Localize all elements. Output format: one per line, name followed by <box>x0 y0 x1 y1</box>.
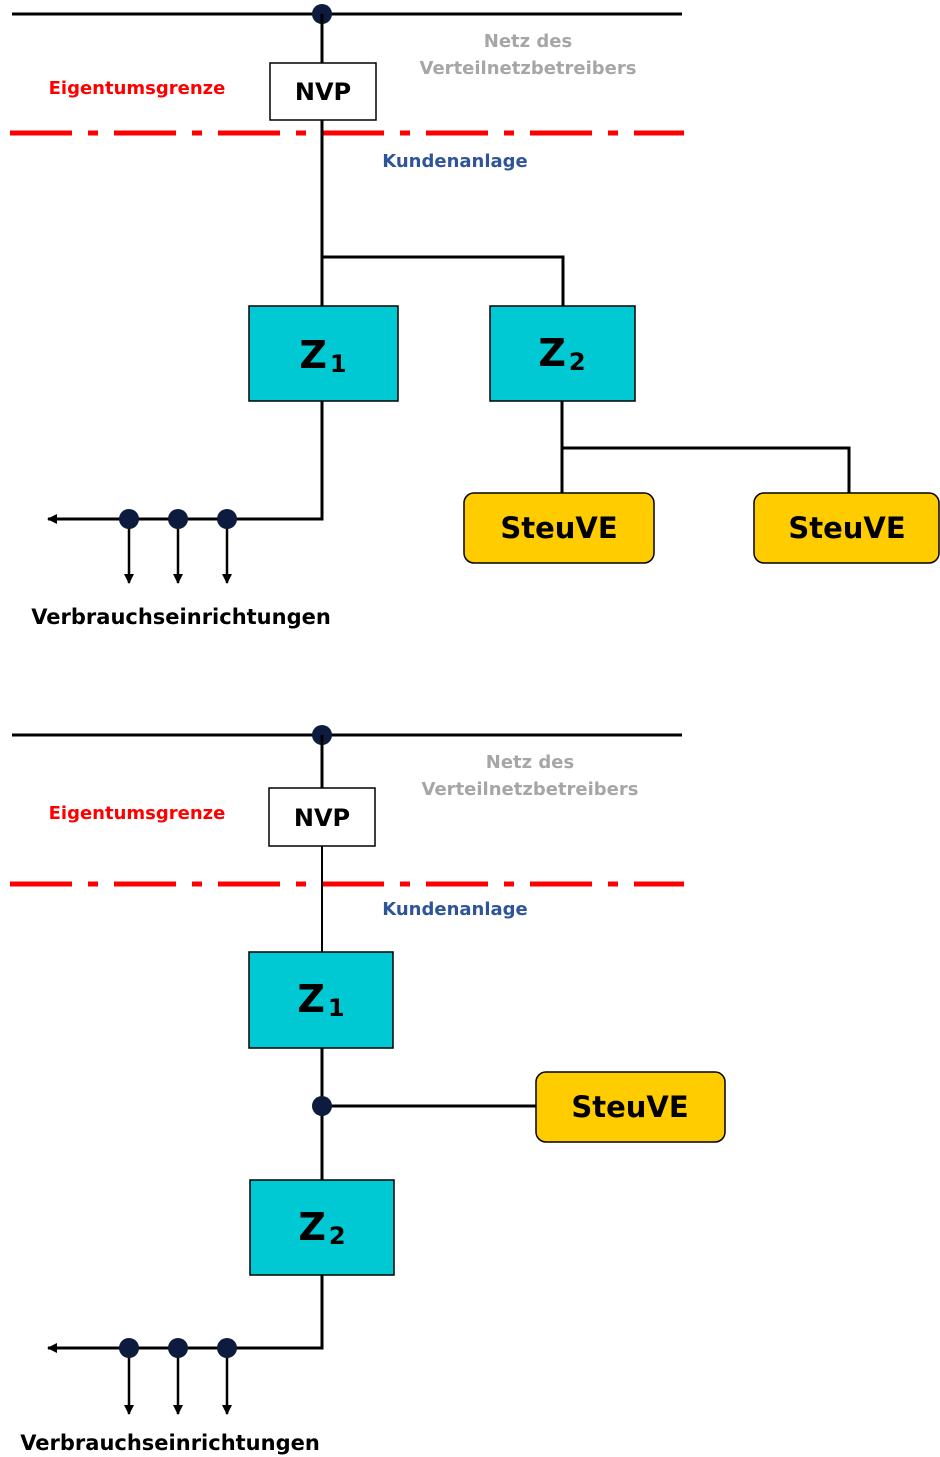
meter-z1-index: 1 <box>328 994 345 1022</box>
junction-node <box>312 1096 332 1116</box>
diagram-parallel-meters: Netz des Verteilnetzbetreibers Eigentums… <box>10 4 940 629</box>
consumer-node <box>217 1338 237 1358</box>
diagram-cascaded-meters: Netz des Verteilnetzbetreibers Eigentums… <box>10 725 726 1455</box>
meter-z1-box <box>248 305 399 402</box>
meter-z2-letter: Z <box>538 331 566 375</box>
steuve-label-2: SteuVE <box>788 511 905 545</box>
ownership-boundary-label: Eigentumsgrenze <box>49 78 226 99</box>
grid-operator-label-line2: Verteilnetzbetreibers <box>422 779 639 800</box>
customer-installation-label: Kundenanlage <box>382 899 528 920</box>
consumer-node <box>217 509 237 529</box>
consumer-node <box>168 1338 188 1358</box>
wire-z2-to-steuve-2 <box>562 446 851 493</box>
steuve-box-1 <box>463 492 655 564</box>
meter-z1-letter: Z <box>299 333 327 377</box>
consumer-node <box>168 509 188 529</box>
steuve-label-1: SteuVE <box>500 511 617 545</box>
meter-z2-letter: Z <box>298 1205 326 1249</box>
consumers-label: Verbrauchseinrichtungen <box>31 605 331 629</box>
steuve-box-2 <box>753 492 940 564</box>
wire-z2-to-consumers <box>47 1275 324 1353</box>
meter-z2-box <box>249 1179 395 1276</box>
meter-z1-box <box>248 951 394 1049</box>
meter-z2-box <box>489 305 636 402</box>
consumer-taps <box>119 1338 237 1415</box>
customer-installation-label: Kundenanlage <box>382 151 528 172</box>
wire-branch-to-z2 <box>322 255 565 306</box>
consumer-taps <box>119 509 237 584</box>
consumers-label: Verbrauchseinrichtungen <box>20 1431 320 1455</box>
nvp-label: NVP <box>294 804 350 832</box>
ownership-boundary-label: Eigentumsgrenze <box>49 803 226 824</box>
grid-operator-label-line2: Verteilnetzbetreibers <box>420 58 637 79</box>
grid-operator-label-line1: Netz des <box>486 752 574 773</box>
steuve-box-1 <box>535 1071 726 1143</box>
steuve-label-1: SteuVE <box>571 1090 688 1124</box>
consumer-node <box>119 1338 139 1358</box>
meter-z1-letter: Z <box>297 977 325 1021</box>
meter-z1-index: 1 <box>330 350 347 378</box>
nvp-box <box>269 62 377 121</box>
meter-z2-index: 2 <box>569 348 586 376</box>
nvp-label: NVP <box>295 78 351 106</box>
meter-z2-index: 2 <box>329 1222 346 1250</box>
wire-z1-to-consumers <box>47 401 324 524</box>
grid-operator-label-line1: Netz des <box>484 31 572 52</box>
consumer-node <box>119 509 139 529</box>
